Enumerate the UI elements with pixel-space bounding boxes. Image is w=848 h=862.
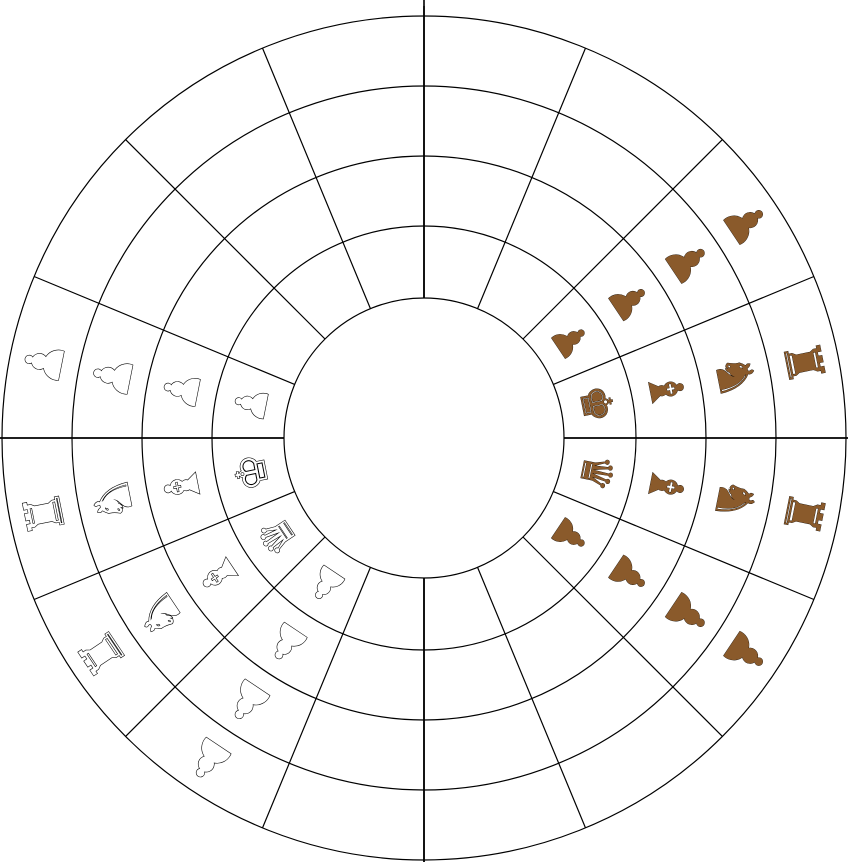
center-circle — [284, 298, 564, 578]
board-squares — [2, 16, 846, 860]
